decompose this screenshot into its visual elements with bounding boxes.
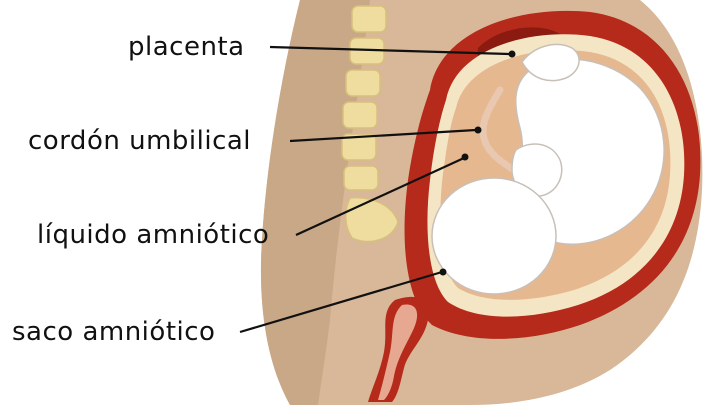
vertebra (343, 102, 377, 128)
vertebra (344, 166, 378, 190)
leader-liquido-dot (462, 154, 469, 161)
vertebra (346, 70, 380, 96)
leader-cordon-dot (475, 127, 482, 134)
label-cordon-umbilical: cordón umbilical (28, 128, 251, 154)
label-liquido-amniotico: líquido amniótico (37, 222, 269, 248)
fetus-head (432, 178, 556, 294)
leader-placenta-dot (509, 51, 516, 58)
vertebra (352, 6, 386, 32)
label-saco-amniotico: saco amniótico (12, 319, 215, 345)
leader-saco-dot (440, 269, 447, 276)
label-placenta: placenta (128, 34, 245, 60)
